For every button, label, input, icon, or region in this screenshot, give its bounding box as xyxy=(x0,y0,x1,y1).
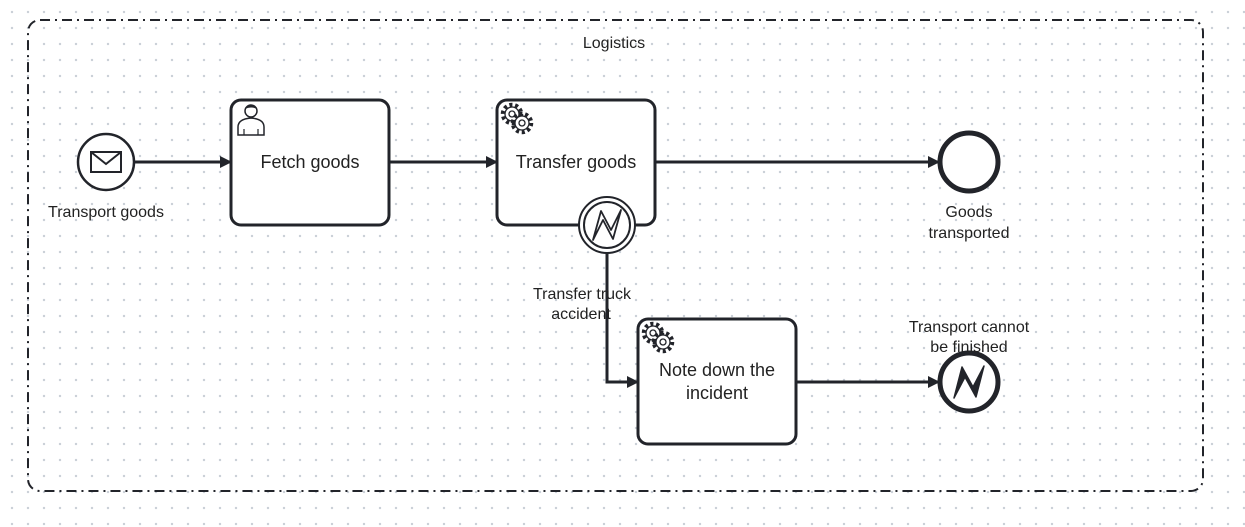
boundary-event-label-line1: Transfer truck xyxy=(533,286,632,303)
error-icon xyxy=(953,365,985,399)
gear-icon xyxy=(651,330,675,354)
user-icon xyxy=(237,104,265,136)
group-logistics[interactable] xyxy=(27,19,1204,492)
task-transfer-goods-label: Transfer goods xyxy=(516,152,636,172)
end-event-label-line1: Goods xyxy=(945,204,992,221)
error-end-event[interactable] xyxy=(937,350,1001,414)
error-end-label-line1: Transport cannot xyxy=(909,319,1030,336)
boundary-event-label-line2: accident xyxy=(551,306,611,323)
task-note-incident[interactable] xyxy=(636,317,798,446)
start-event-label: Transport goods xyxy=(48,204,164,221)
error-icon xyxy=(592,209,622,241)
task-fetch-goods-label: Fetch goods xyxy=(260,152,359,172)
group-label: Logistics xyxy=(583,35,645,52)
boundary-error-event[interactable] xyxy=(578,196,636,254)
start-event-message[interactable] xyxy=(76,132,136,192)
task-fetch-goods[interactable] xyxy=(229,98,391,227)
error-end-label-line2: be finished xyxy=(930,339,1007,356)
task-note-incident-label-line1: Note down the xyxy=(659,360,775,380)
task-transfer-goods[interactable] xyxy=(495,98,657,227)
envelope-icon xyxy=(90,151,122,173)
end-event[interactable] xyxy=(937,130,1001,194)
end-event-label-line2: transported xyxy=(929,225,1010,242)
task-note-incident-label-line2: incident xyxy=(686,383,748,403)
gear-icon xyxy=(510,111,534,135)
flow-boundary-to-note[interactable] xyxy=(605,253,639,388)
